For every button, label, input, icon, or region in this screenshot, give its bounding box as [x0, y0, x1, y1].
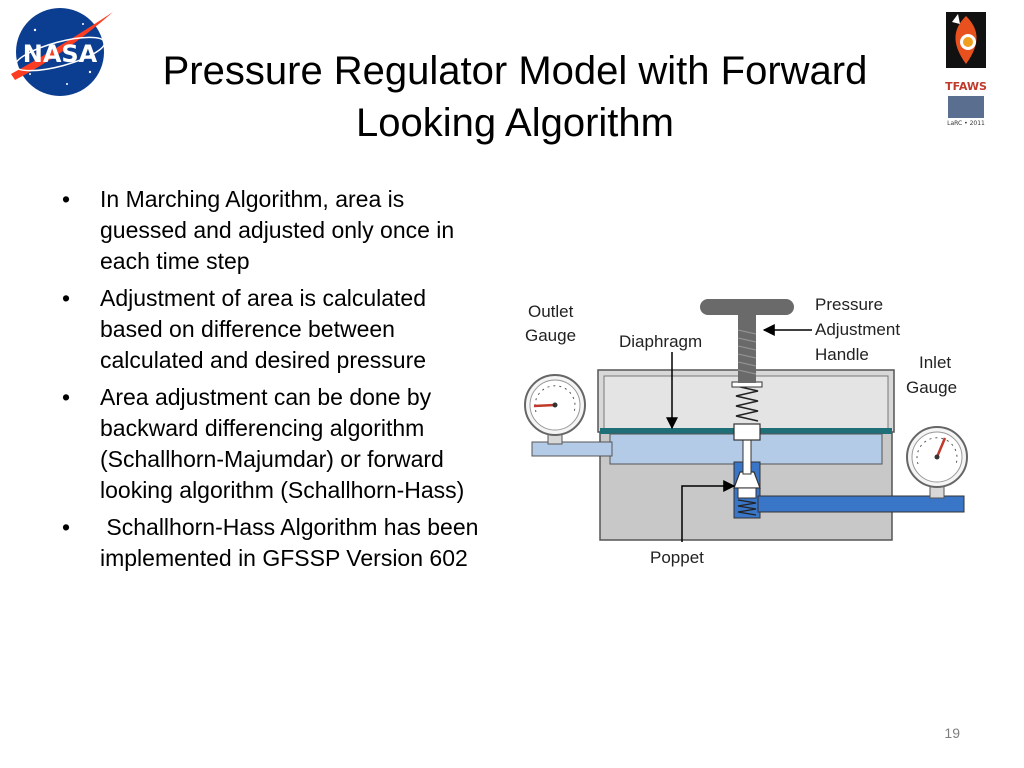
slide-title-line-2: Looking Algorithm	[356, 101, 674, 145]
outlet-gauge-label-line-1: Outlet	[528, 302, 574, 321]
bullet-marker: •	[62, 285, 71, 311]
handle-label-line-2: Adjustment	[815, 320, 900, 339]
bullet-marker: •	[62, 514, 71, 540]
diaphragm-label: Diaphragm	[619, 332, 702, 351]
slide-title-line-1: Pressure Regulator Model with Forward	[162, 49, 868, 93]
handle-screw	[738, 315, 756, 383]
inlet-gauge-label-line-1: Inlet	[919, 353, 951, 372]
handle-label-line-3: Handle	[815, 345, 869, 364]
poppet-leader	[681, 480, 736, 542]
pressure-regulator-diagram: Outlet Gauge Diaphragm Pressure Adjustme…	[524, 295, 968, 567]
inlet-gauge-label-line-2: Gauge	[906, 378, 957, 397]
bullet-text: Adjustment of area is calculated based o…	[100, 285, 427, 373]
tfaws-logo-caption: LaRC • 2011	[947, 120, 985, 127]
bullet-item: • In Marching Algorithm, area is guessed …	[60, 184, 490, 277]
poppet-label: Poppet	[650, 548, 704, 567]
outlet-gauge-needle	[533, 403, 556, 408]
inlet-gauge-needle	[935, 437, 947, 458]
bullet-text: In Marching Algorithm, area is guessed a…	[100, 186, 455, 274]
outlet-pipe	[531, 441, 613, 457]
bullet-text: Area adjustment can be done by backward …	[100, 384, 465, 503]
handle-label-line-1: Pressure	[815, 295, 883, 314]
inlet-pipe	[757, 495, 965, 513]
outlet-gauge	[524, 374, 586, 445]
tfaws-logo: TFAWS LaRC • 2011	[945, 12, 987, 127]
inlet-gauge	[906, 426, 968, 499]
bullet-text: Schallhorn-Hass Algorithm has been imple…	[100, 514, 485, 571]
bullet-list: • In Marching Algorithm, area is guessed …	[60, 184, 490, 580]
poppet-spring	[737, 499, 757, 516]
pressure-adjustment-handle[interactable]	[700, 299, 794, 315]
bullet-item: • Adjustment of area is calculated based …	[60, 283, 490, 376]
page-number: 19	[944, 725, 960, 741]
slide-title: Pressure Regulator Model with Forward Lo…	[105, 45, 925, 149]
spring-seat	[733, 423, 761, 441]
tfaws-logo-text: TFAWS	[945, 80, 987, 93]
bullet-item: • Schallhorn-Hass Algorithm has been imp…	[60, 512, 490, 574]
bullet-marker: •	[62, 384, 71, 410]
bullet-marker: •	[62, 186, 71, 212]
adjustment-spring	[735, 385, 759, 422]
bullet-item: • Area adjustment can be done by backward…	[60, 382, 490, 506]
valve-stem	[742, 437, 752, 475]
nasa-logo-text: NASA	[23, 40, 98, 68]
nasa-logo: NASA	[11, 8, 113, 96]
outlet-gauge-label-line-2: Gauge	[525, 326, 576, 345]
